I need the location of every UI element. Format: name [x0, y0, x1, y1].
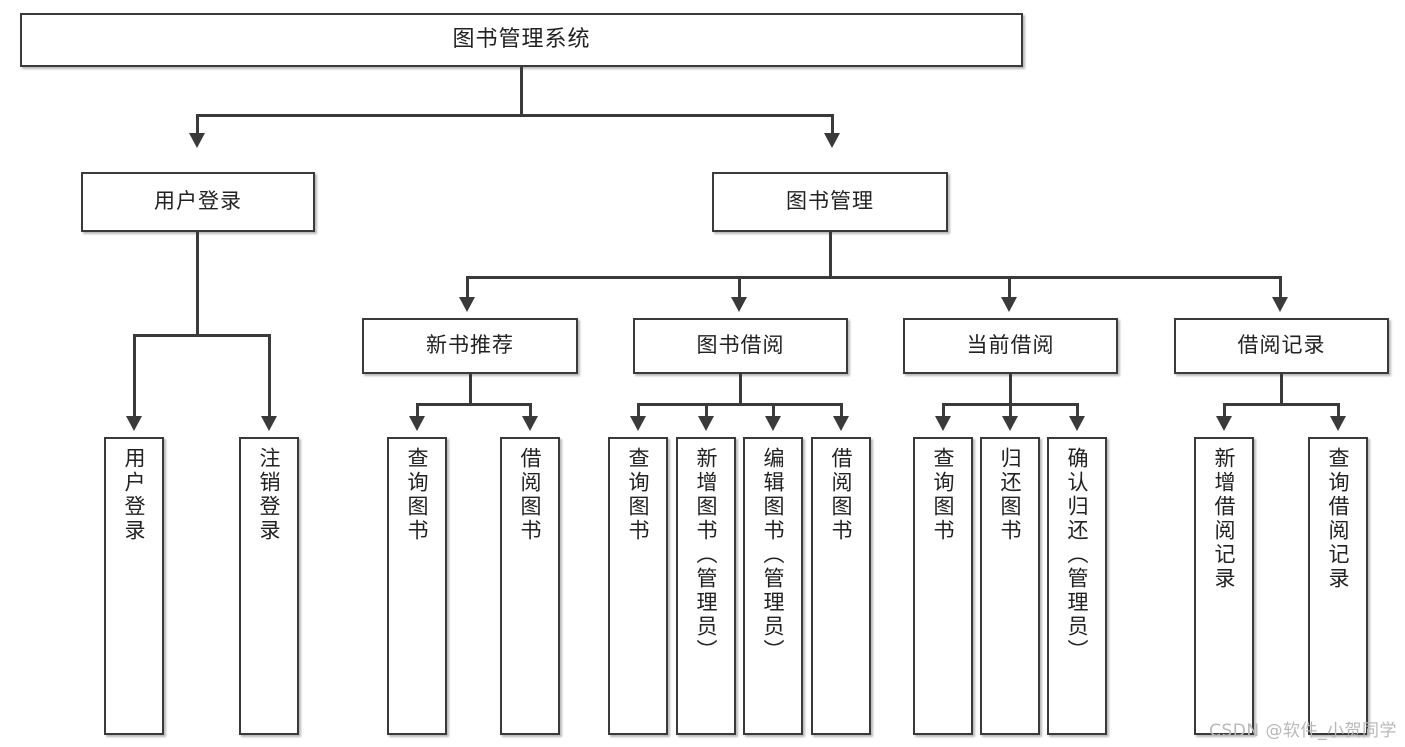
edge-borrow-record-stem	[1280, 374, 1283, 405]
arrowhead-new-book	[459, 297, 475, 312]
node-label: 查询图书	[931, 447, 956, 543]
arrowhead-book-borrow-leaf-4	[833, 416, 849, 431]
arrowhead-new-book-leaf-1	[409, 416, 425, 431]
leaf-book-borrow-query[interactable]: 查询图书	[608, 437, 668, 735]
edge-book-borrow-l2	[705, 403, 708, 419]
node-label: 当前借阅	[966, 333, 1055, 358]
node-label: 新增图书（管理员）	[694, 447, 719, 663]
node-label: 用户登录	[154, 189, 242, 214]
arrowhead-book-borrow-leaf-1	[630, 416, 646, 431]
node-new-book-recommend[interactable]: 新书推荐	[362, 318, 578, 374]
arrowhead-book-borrow	[731, 297, 747, 312]
leaf-current-borrow-return[interactable]: 归还图书	[980, 437, 1040, 735]
edge-book-mgmt-stem	[829, 232, 832, 278]
edge-book-mgmt-c1	[466, 276, 469, 300]
node-book-borrow[interactable]: 图书借阅	[633, 318, 848, 374]
arrowhead-user-login-leaf-2	[261, 416, 277, 431]
node-label: 归还图书	[998, 447, 1023, 543]
node-label: 图书借阅	[696, 333, 785, 358]
leaf-book-borrow-add[interactable]: 新增图书（管理员）	[676, 437, 736, 735]
leaf-book-borrow-borrow[interactable]: 借阅图书	[811, 437, 871, 735]
edge-new-book-bus	[416, 403, 532, 406]
leaf-new-book-query[interactable]: 查询图书	[387, 437, 447, 735]
node-label: 查询借阅记录	[1326, 447, 1351, 591]
node-label: 查询图书	[626, 447, 651, 543]
arrowhead-borrow-record	[1272, 297, 1288, 312]
edge-root-stem	[520, 67, 523, 116]
node-label: 借阅图书	[829, 447, 854, 543]
edge-current-borrow-l3	[1076, 403, 1079, 419]
arrowhead-book-borrow-leaf-2	[698, 416, 714, 431]
arrowhead-new-book-leaf-2	[522, 416, 538, 431]
edge-borrow-record-bus	[1223, 403, 1340, 406]
node-label: 用户登录	[122, 447, 147, 543]
leaf-current-borrow-query[interactable]: 查询图书	[913, 437, 973, 735]
arrowhead-current-borrow-leaf-1	[935, 416, 951, 431]
edge-root-to-book-mgmt	[831, 114, 834, 136]
node-label: 借阅图书	[518, 447, 543, 543]
edge-book-mgmt-c3	[1008, 276, 1011, 300]
edge-root-to-user-login	[196, 114, 199, 136]
node-label: 图书管理	[786, 189, 874, 214]
edge-current-borrow-stem	[1009, 374, 1012, 405]
arrowhead-current-borrow-leaf-3	[1069, 416, 1085, 431]
node-label: 查询图书	[405, 447, 430, 543]
node-label: 注销登录	[257, 447, 282, 543]
arrowhead-borrow-record-leaf-1	[1216, 416, 1232, 431]
node-user-login[interactable]: 用户登录	[81, 172, 315, 232]
node-label: 借阅记录	[1237, 333, 1326, 358]
edge-user-login-bus	[133, 334, 271, 337]
leaf-borrow-record-add[interactable]: 新增借阅记录	[1194, 437, 1254, 735]
edge-borrow-record-l2	[1337, 403, 1340, 419]
edge-book-borrow-stem	[739, 374, 742, 405]
edge-book-mgmt-c2	[738, 276, 741, 300]
edge-borrow-record-l1	[1223, 403, 1226, 419]
node-book-management[interactable]: 图书管理	[712, 172, 948, 232]
arrowhead-to-user-login	[189, 133, 205, 148]
arrowhead-to-book-mgmt	[824, 133, 840, 148]
node-borrow-record[interactable]: 借阅记录	[1174, 318, 1389, 374]
leaf-book-borrow-edit[interactable]: 编辑图书（管理员）	[743, 437, 803, 735]
node-root-system[interactable]: 图书管理系统	[20, 13, 1023, 67]
edge-root-bus	[196, 114, 834, 117]
edge-new-book-l1	[416, 403, 419, 419]
edge-current-borrow-l2	[1009, 403, 1012, 419]
arrowhead-user-login-leaf-1	[126, 416, 142, 431]
edge-book-borrow-l4	[840, 403, 843, 419]
edge-book-borrow-l1	[637, 403, 640, 419]
arrowhead-current-borrow-leaf-2	[1002, 416, 1018, 431]
leaf-user-login-login[interactable]: 用户登录	[104, 437, 164, 735]
node-current-borrow[interactable]: 当前借阅	[903, 318, 1118, 374]
edge-book-mgmt-c4	[1279, 276, 1282, 300]
edge-user-login-left	[133, 334, 136, 419]
node-label: 确认归还（管理员）	[1065, 447, 1090, 663]
edge-book-borrow-l3	[772, 403, 775, 419]
edge-new-book-stem	[469, 374, 472, 405]
node-label: 新书推荐	[426, 333, 514, 358]
edge-new-book-l2	[529, 403, 532, 419]
edge-current-borrow-l1	[942, 403, 945, 419]
leaf-current-borrow-confirm[interactable]: 确认归还（管理员）	[1047, 437, 1107, 735]
node-label: 图书管理系统	[452, 26, 591, 52]
leaf-new-book-borrow[interactable]: 借阅图书	[500, 437, 560, 735]
arrowhead-borrow-record-leaf-2	[1330, 416, 1346, 431]
arrowhead-current-borrow	[1001, 297, 1017, 312]
arrowhead-book-borrow-leaf-3	[765, 416, 781, 431]
edge-book-mgmt-bus	[466, 276, 1282, 279]
edge-user-login-stem	[196, 232, 199, 336]
node-label: 新增借阅记录	[1212, 447, 1237, 591]
edge-book-borrow-bus	[637, 403, 843, 406]
node-label: 编辑图书（管理员）	[761, 447, 786, 663]
leaf-borrow-record-query[interactable]: 查询借阅记录	[1308, 437, 1368, 735]
leaf-user-login-logout[interactable]: 注销登录	[239, 437, 299, 735]
edge-user-login-right	[268, 334, 271, 419]
